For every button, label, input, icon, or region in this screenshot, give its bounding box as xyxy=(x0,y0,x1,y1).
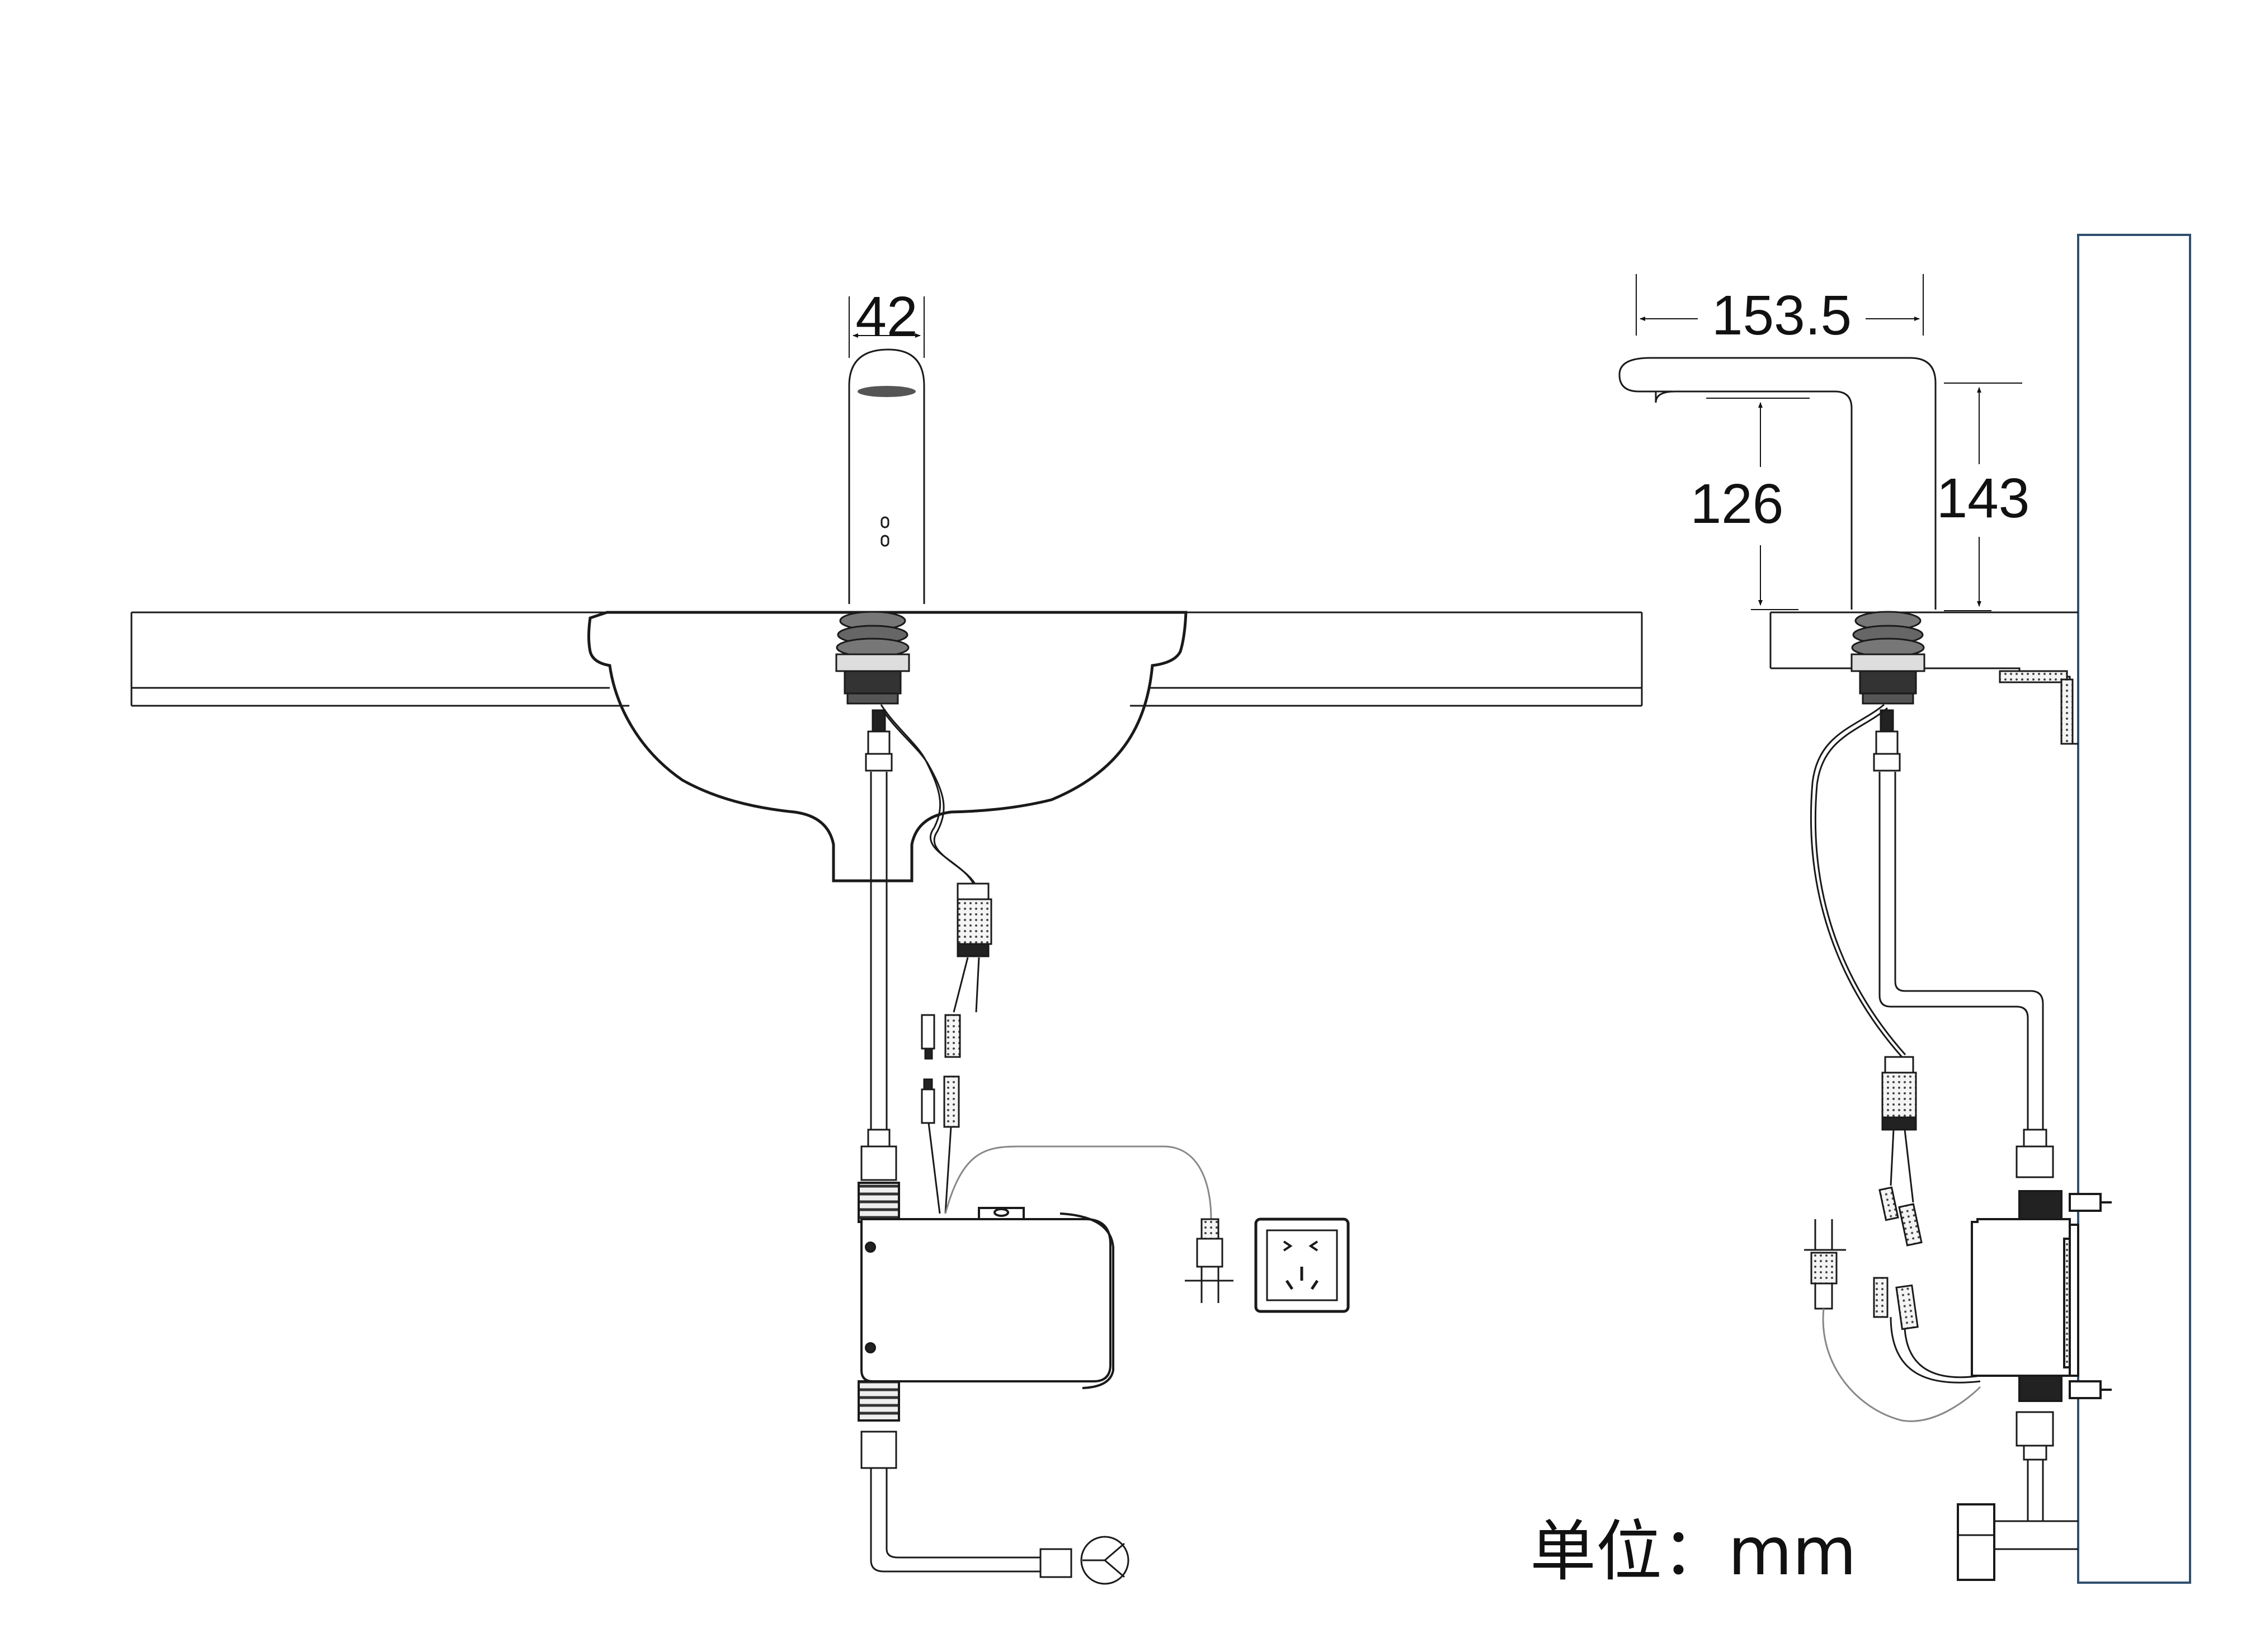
sensor-cable-side xyxy=(1810,704,1917,1203)
basin xyxy=(587,611,1188,882)
countertop-side xyxy=(1769,611,2078,745)
sensor-cable-front xyxy=(880,704,992,1013)
solenoid-valve-box-front xyxy=(858,1182,1114,1422)
faucet-front xyxy=(848,348,925,604)
cable-connectors-side xyxy=(1873,1186,1981,1384)
front-view xyxy=(130,296,1643,1585)
power-plug-front xyxy=(1185,1218,1233,1303)
cable-connectors-front xyxy=(921,1014,961,1214)
spout-reach-label: 153.5 xyxy=(1712,284,1852,347)
inlet-hose-front xyxy=(860,709,897,1181)
width-dimension-lines xyxy=(849,296,925,358)
unit-label: 单位：mm xyxy=(1530,1513,1857,1590)
mounting-nut-stack-side xyxy=(1850,611,1925,705)
outlet-pipe-side xyxy=(1957,1411,2078,1581)
mounting-nut-stack xyxy=(835,611,910,705)
outlet-pipe-front xyxy=(860,1431,1129,1585)
side-view xyxy=(1618,234,2191,1584)
inlet-hose-side xyxy=(1873,709,2054,1178)
power-socket-icon xyxy=(1254,1217,1350,1313)
power-plug-side xyxy=(1804,1219,1981,1422)
side-dimension-lines xyxy=(1636,274,2022,611)
body-height-label: 143 xyxy=(1937,467,2030,530)
spout-height-label: 126 xyxy=(1690,473,1784,535)
power-cord-front xyxy=(944,1145,1212,1220)
wall xyxy=(2077,234,2191,1584)
countertop xyxy=(130,611,1643,707)
faucet-side xyxy=(1618,357,1937,610)
width-dimension-label: 42 xyxy=(855,285,917,348)
solenoid-valve-box-side xyxy=(1971,1190,2112,1402)
